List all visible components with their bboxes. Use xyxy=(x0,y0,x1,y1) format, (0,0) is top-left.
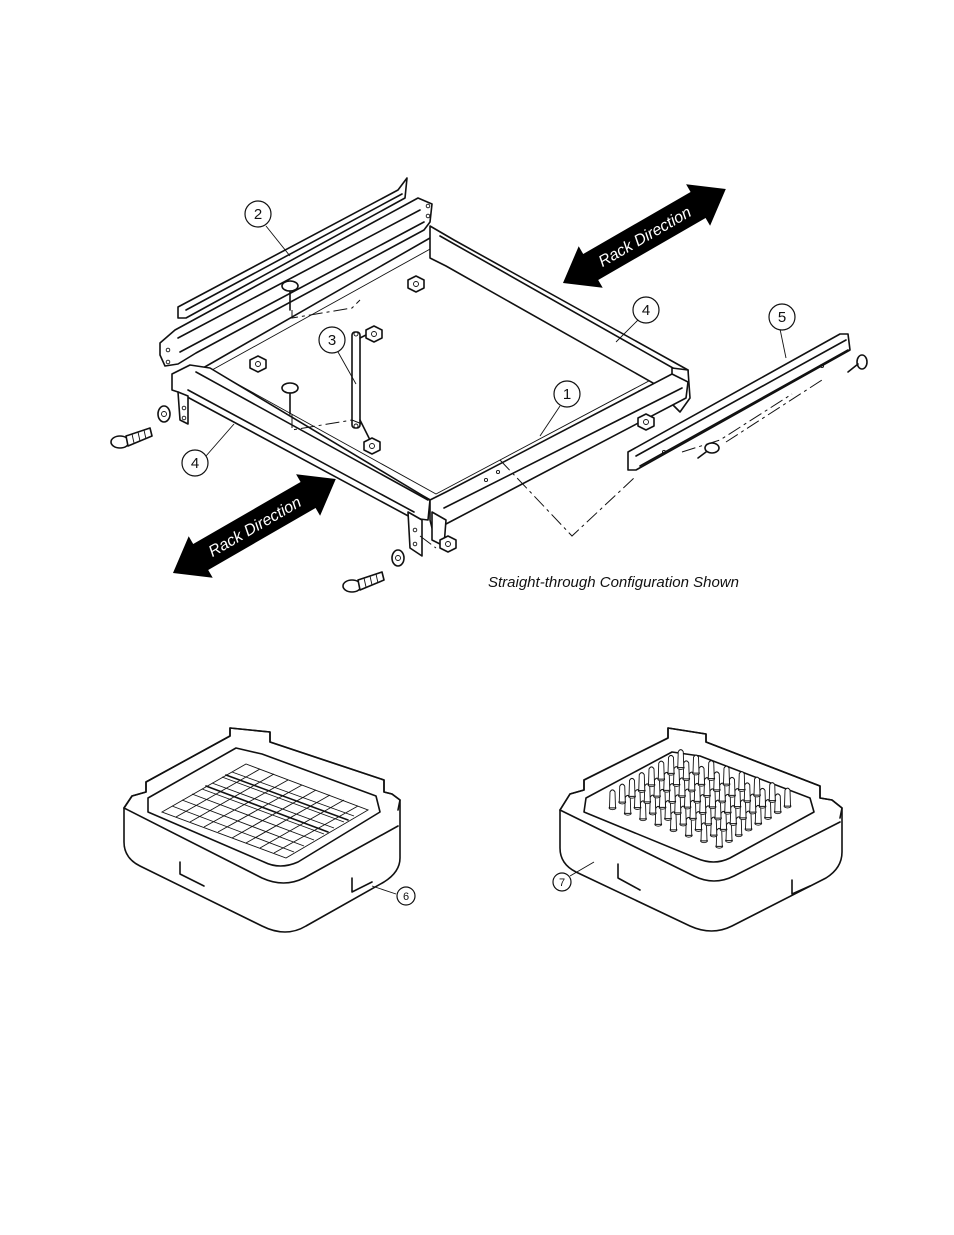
peg xyxy=(677,750,684,770)
peg xyxy=(708,761,715,781)
svg-text:4: 4 xyxy=(642,302,650,319)
peg xyxy=(629,778,636,798)
peg-rack xyxy=(560,728,842,931)
callout-3: 3 xyxy=(319,327,356,384)
peg xyxy=(738,772,745,792)
peg xyxy=(638,773,645,793)
svg-text:7: 7 xyxy=(559,877,565,889)
callout-6: 6 xyxy=(372,886,415,905)
peg xyxy=(619,784,626,804)
callout-2: 2 xyxy=(245,201,290,256)
peg xyxy=(668,755,675,775)
svg-text:1: 1 xyxy=(563,386,571,403)
callout-4-left: 4 xyxy=(182,424,234,476)
front-frame-channel xyxy=(172,365,430,556)
peg xyxy=(769,783,776,803)
svg-text:2: 2 xyxy=(254,206,262,223)
peg xyxy=(648,767,655,787)
rack-direction-arrow-top: Rack Direction xyxy=(551,168,738,304)
configuration-caption: Straight-through Configuration Shown xyxy=(488,574,739,591)
rack-direction-label-bottom: Rack Direction xyxy=(206,494,305,561)
svg-text:3: 3 xyxy=(328,332,336,349)
rack-direction-label-top: Rack Direction xyxy=(596,204,695,271)
mesh-rack xyxy=(124,728,400,932)
peg xyxy=(658,761,665,781)
callout-5: 5 xyxy=(769,304,795,358)
svg-text:6: 6 xyxy=(403,891,409,903)
peg xyxy=(754,777,761,797)
peg xyxy=(693,755,700,775)
peg xyxy=(784,788,791,808)
callout-4-right: 4 xyxy=(616,297,659,342)
svg-text:4: 4 xyxy=(191,455,199,472)
rack-direction-arrow-bottom: Rack Direction xyxy=(161,458,348,594)
peg xyxy=(723,766,730,786)
peg xyxy=(609,790,616,810)
svg-text:5: 5 xyxy=(778,309,786,326)
